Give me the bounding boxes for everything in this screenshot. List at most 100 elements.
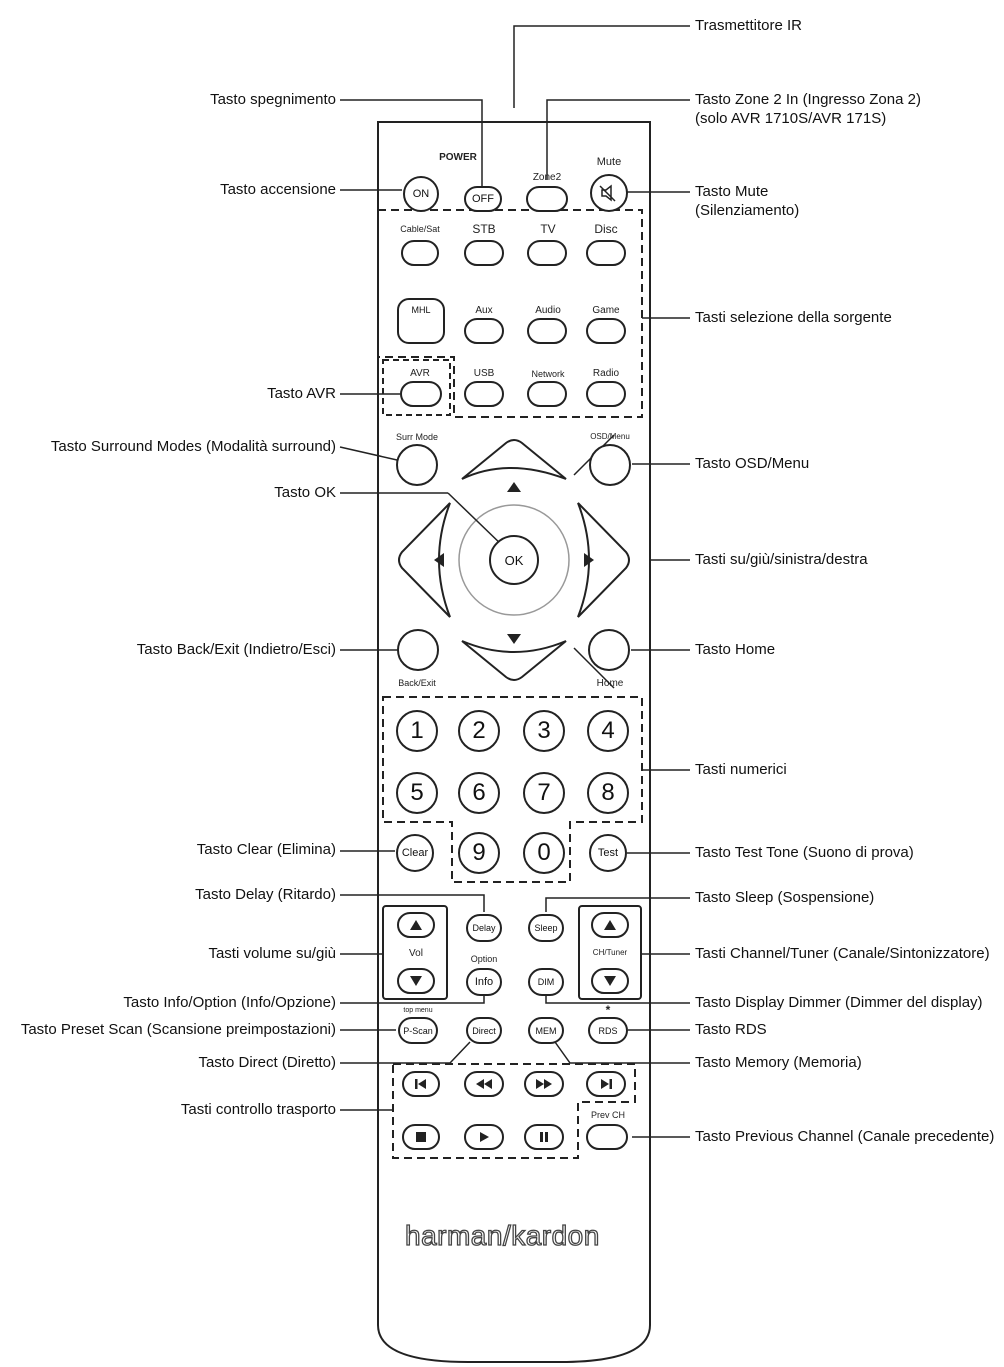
skip-back-button[interactable] <box>402 1071 440 1097</box>
stop-icon <box>416 1132 426 1142</box>
num-2-button[interactable]: 2 <box>458 710 500 752</box>
label-zone2-line1: Tasto Zone 2 In (Ingresso Zona 2) <box>695 91 921 108</box>
rds-button[interactable]: RDS <box>588 1017 628 1044</box>
label-off: Tasto spegnimento <box>210 91 336 108</box>
zone2-button[interactable] <box>526 186 568 212</box>
num-3-button[interactable]: 3 <box>523 710 565 752</box>
sleep-button[interactable]: Sleep <box>528 914 564 942</box>
usb-button[interactable] <box>464 381 504 407</box>
radio-button[interactable] <box>586 381 626 407</box>
delay-button[interactable]: Delay <box>466 914 502 942</box>
label-volume: Tasti volume su/giù <box>208 945 336 962</box>
label-mem: Tasto Memory (Memoria) <box>695 1054 862 1071</box>
num-8-button[interactable]: 8 <box>587 772 629 814</box>
power-caption: POWER <box>439 152 477 163</box>
stop-button[interactable] <box>402 1124 440 1150</box>
up-button[interactable] <box>480 445 548 475</box>
off-button[interactable]: OFF <box>464 186 502 212</box>
down-arrow-glyph <box>507 634 521 644</box>
skip-forward-icon <box>601 1079 612 1089</box>
label-surround: Tasto Surround Modes (Modalità surround) <box>50 438 336 455</box>
cablesat-caption: Cable/Sat <box>400 224 440 234</box>
osdmenu-button[interactable] <box>589 444 631 486</box>
mute-caption: Mute <box>596 156 622 168</box>
right-key-shape <box>577 502 630 618</box>
fast-forward-button[interactable] <box>524 1071 564 1097</box>
cablesat-button[interactable] <box>401 240 439 266</box>
ok-button[interactable]: OK <box>489 535 539 585</box>
stb-button[interactable] <box>464 240 504 266</box>
aux-button[interactable] <box>464 318 504 344</box>
pause-button[interactable] <box>524 1124 564 1150</box>
direct-button[interactable]: Direct <box>466 1017 502 1044</box>
tv-caption: TV <box>540 222 556 236</box>
channel-group-border <box>578 905 642 1000</box>
right-button[interactable] <box>588 525 624 595</box>
skip-forward-button[interactable] <box>586 1071 626 1097</box>
mem-button[interactable]: MEM <box>528 1017 564 1044</box>
on-button[interactable]: ON <box>403 176 439 212</box>
num-4-button[interactable]: 4 <box>587 710 629 752</box>
test-button[interactable]: Test <box>589 834 627 872</box>
audio-caption: Audio <box>535 305 561 316</box>
channel-down-button[interactable] <box>591 968 629 994</box>
mhl-button[interactable]: MHL <box>397 298 445 344</box>
channel-up-button[interactable] <box>591 912 629 938</box>
network-button[interactable] <box>527 381 567 407</box>
avr-button[interactable] <box>400 381 442 407</box>
rewind-button[interactable] <box>464 1071 504 1097</box>
info-button[interactable]: Info <box>466 968 502 996</box>
numeric-group-border <box>382 696 643 883</box>
left-arrow-glyph <box>434 553 444 567</box>
audio-button[interactable] <box>527 318 567 344</box>
mute-button[interactable] <box>590 174 628 212</box>
backexit-caption: Back/Exit <box>398 678 436 688</box>
num-0-button[interactable]: 0 <box>523 832 565 874</box>
tv-button[interactable] <box>527 240 567 266</box>
volume-up-button[interactable] <box>397 912 435 938</box>
home-button[interactable] <box>588 629 630 671</box>
label-arrows: Tasti su/giù/sinistra/destra <box>695 551 868 568</box>
label-info: Tasto Info/Option (Info/Opzione) <box>123 994 336 1011</box>
usb-caption: USB <box>473 368 495 379</box>
harman-kardon-logo: harman/kardon <box>404 1219 600 1251</box>
label-ir: Trasmettitore IR <box>695 17 802 34</box>
label-test: Tasto Test Tone (Suono di prova) <box>695 844 914 861</box>
num-7-button[interactable]: 7 <box>523 772 565 814</box>
play-button[interactable] <box>464 1124 504 1150</box>
backexit-button[interactable] <box>397 629 439 671</box>
aux-caption: Aux <box>475 305 493 316</box>
chtuner-caption: CH/Tuner <box>592 948 628 957</box>
down-key-shape <box>461 640 567 681</box>
label-sleep: Tasto Sleep (Sospensione) <box>695 889 875 906</box>
num-6-button[interactable]: 6 <box>458 772 500 814</box>
clear-button[interactable]: Clear <box>396 834 434 872</box>
label-clear: Tasto Clear (Elimina) <box>196 841 336 858</box>
remote-body-outline <box>377 121 651 1363</box>
ok-ring <box>458 504 570 616</box>
down-button[interactable] <box>480 645 548 675</box>
disc-button[interactable] <box>586 240 626 266</box>
label-direct: Tasto Direct (Diretto) <box>198 1054 336 1071</box>
dim-button[interactable]: DIM <box>528 968 564 996</box>
volume-down-button[interactable] <box>397 968 435 994</box>
pause-icon <box>540 1132 548 1142</box>
game-button[interactable] <box>586 318 626 344</box>
num-9-button[interactable]: 9 <box>458 832 500 874</box>
num-1-button[interactable]: 1 <box>396 710 438 752</box>
play-icon <box>480 1132 489 1142</box>
disc-caption: Disc <box>594 222 618 236</box>
label-avr: Tasto AVR <box>267 385 336 402</box>
surrmode-button[interactable] <box>396 444 438 486</box>
triangle-up-icon <box>604 920 616 930</box>
num-5-button[interactable]: 5 <box>396 772 438 814</box>
label-pscan: Tasto Preset Scan (Scansione preimpostaz… <box>20 1021 336 1038</box>
label-dim: Tasto Display Dimmer (Dimmer del display… <box>695 994 983 1011</box>
fast-forward-icon <box>536 1079 552 1089</box>
prevch-button[interactable] <box>586 1124 628 1150</box>
pscan-button[interactable]: P-Scan <box>398 1017 438 1044</box>
label-rds: Tasto RDS <box>695 1021 767 1038</box>
left-button[interactable] <box>404 525 440 595</box>
